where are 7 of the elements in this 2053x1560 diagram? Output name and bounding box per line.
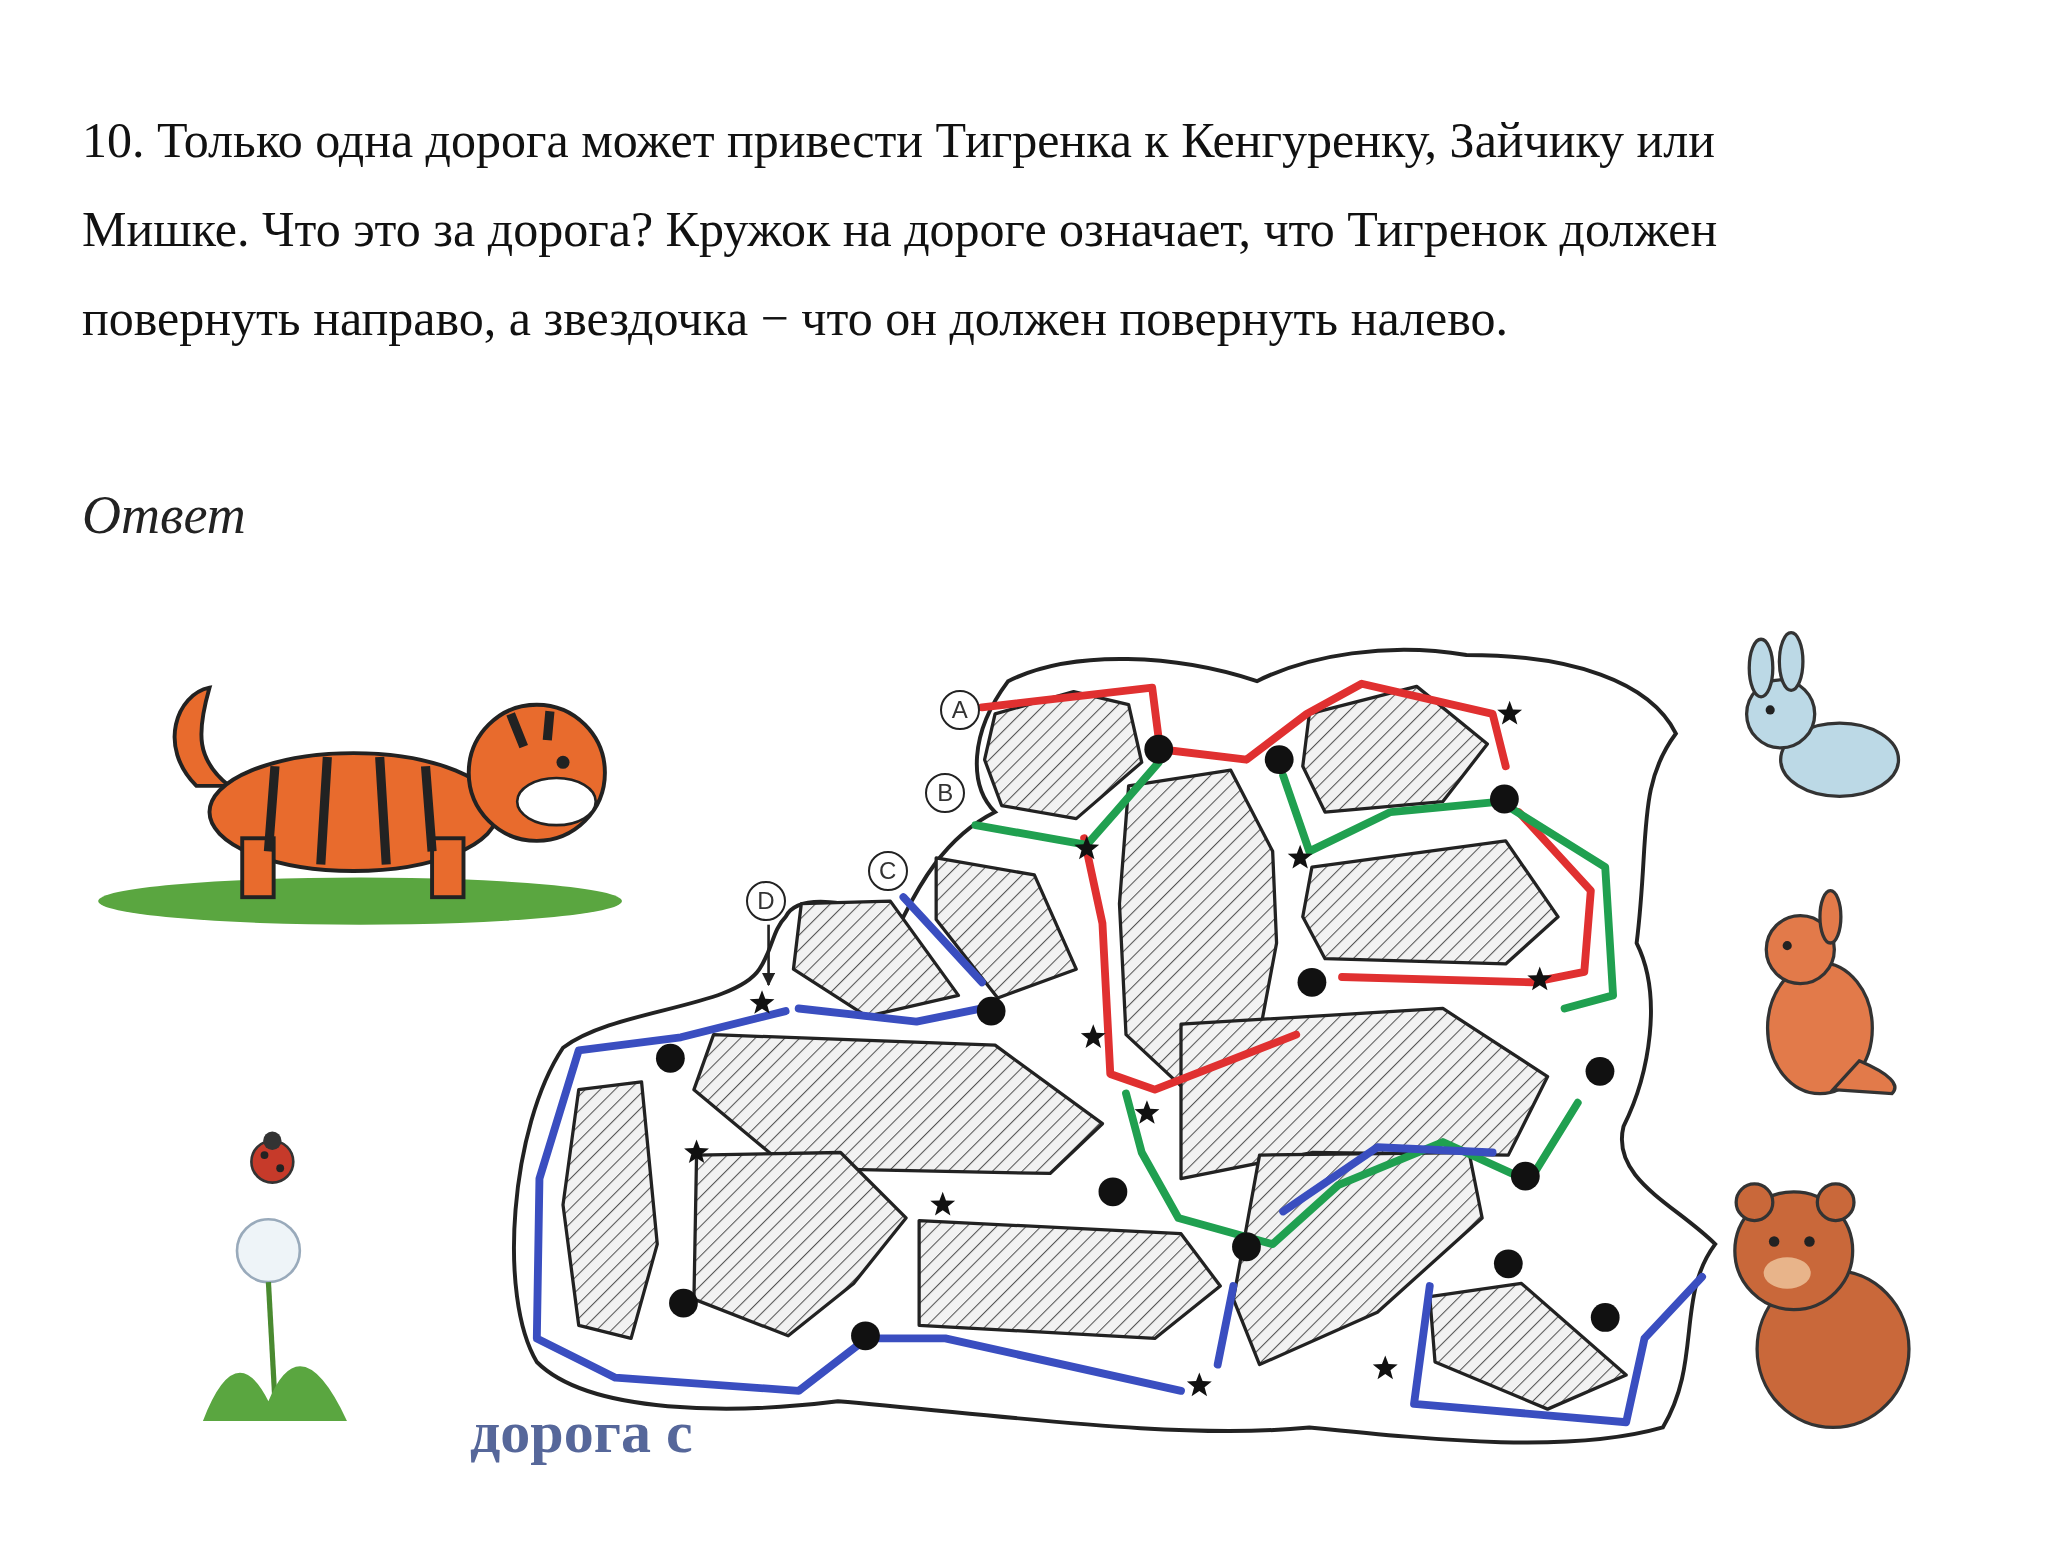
answer-text: дорога с [470, 1398, 693, 1467]
answer-heading: Ответ [82, 484, 246, 546]
circled-letter: B [925, 773, 966, 814]
circled-letter: A [939, 689, 980, 730]
circled-letter: C [867, 850, 908, 891]
task-text: 10. Только одна дорога может привести Тигренка к Кенгуренку, Зайчику или Мишке. Что это за дорога? Кружок на дороге означает, что Тигренок должен повернуть направо, а звездочка − что он должен повернуть налево. [82, 111, 1719, 348]
circled-letter: D [745, 880, 786, 921]
